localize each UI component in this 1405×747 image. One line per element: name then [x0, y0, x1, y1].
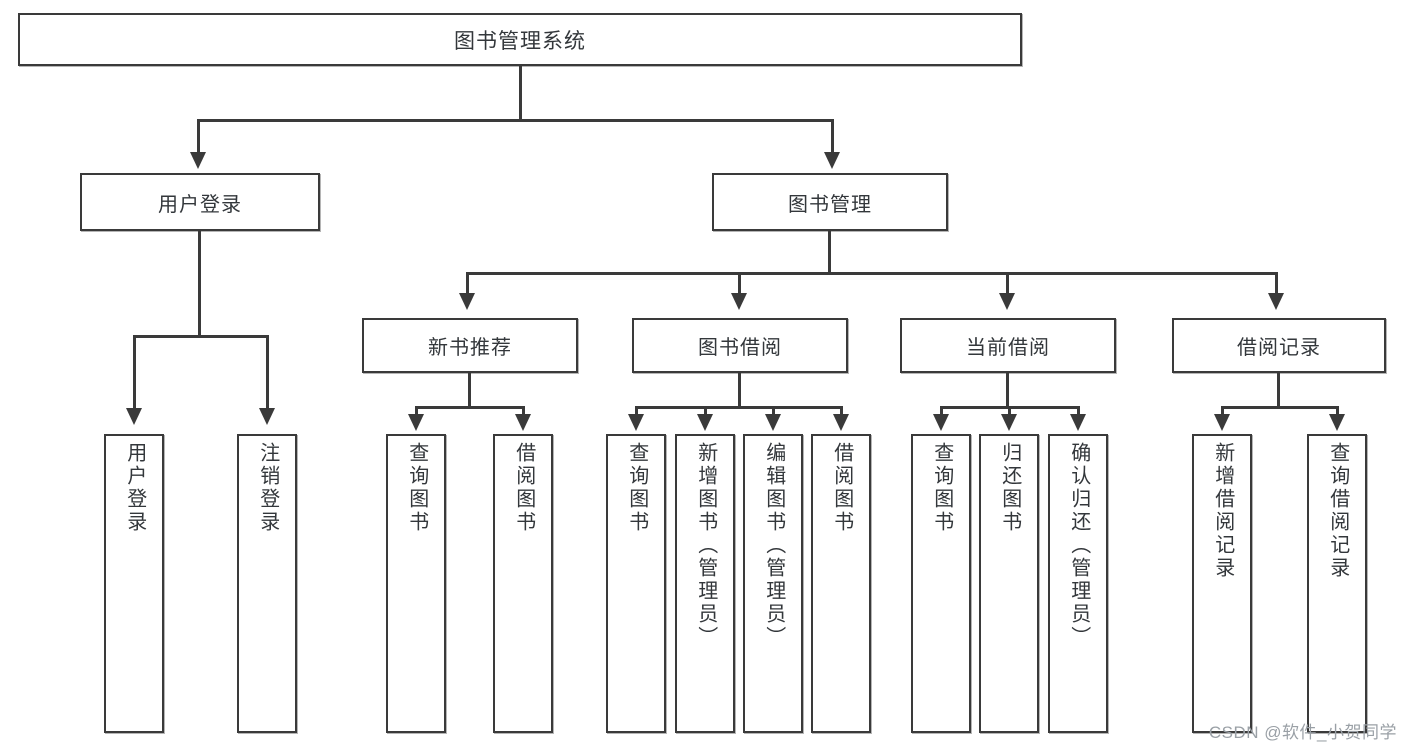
leaf-user-login-login[interactable]: 用户登录	[104, 434, 164, 733]
leaf-user-login-logout[interactable]: 注销登录	[237, 434, 297, 733]
leaf-borrow-record-add-record[interactable]: 新增借阅记录	[1192, 434, 1252, 733]
connector-root-to-book-management	[831, 119, 834, 155]
node-label: 图书借阅	[698, 337, 782, 359]
arrowhead-cb-to-leaf-2	[1001, 414, 1017, 431]
connector-user-login-to-leaf-2	[266, 335, 269, 411]
connector-user-login-to-leaf-1	[133, 335, 136, 411]
arrowhead-user-login-to-leaf-2	[259, 408, 275, 425]
connector-user-login-bus	[133, 335, 269, 338]
leaf-label: 确认归还（管理员）	[1067, 442, 1090, 649]
leaf-label: 新增借阅记录	[1211, 442, 1234, 580]
connector-cb-to-leaf-2	[1008, 406, 1011, 418]
arrowhead-bm-to-borrow-record	[1268, 293, 1284, 310]
leaf-current-borrow-query-book[interactable]: 查询图书	[911, 434, 971, 733]
leaf-new-book-query-book[interactable]: 查询图书	[386, 434, 446, 733]
node-label: 借阅记录	[1237, 337, 1321, 359]
leaf-label: 查询图书	[930, 442, 953, 534]
connector-br-to-leaf-2	[1336, 406, 1339, 418]
leaf-label: 借阅图书	[830, 442, 853, 534]
connector-cb-to-leaf-3	[1077, 406, 1080, 418]
arrowhead-cb-to-leaf-3	[1070, 414, 1086, 431]
leaf-label: 注销登录	[256, 442, 279, 534]
connector-newbook-to-leaf-2	[522, 406, 525, 418]
csdn-watermark: CSDN @软件_小贺同学	[1208, 723, 1397, 742]
leaf-new-book-borrow-book[interactable]: 借阅图书	[493, 434, 553, 733]
node-label: 新书推荐	[428, 337, 512, 359]
node-borrow-record[interactable]: 借阅记录	[1172, 318, 1386, 373]
arrowhead-br-to-leaf-1	[1214, 414, 1230, 431]
connector-root-to-user-login	[197, 119, 200, 155]
leaf-label: 查询图书	[405, 442, 428, 534]
arrowhead-bb-to-leaf-2	[697, 414, 713, 431]
connector-book-management-bus	[466, 272, 1278, 275]
leaf-label: 查询图书	[625, 442, 648, 534]
connector-bm-to-borrow-record	[1275, 272, 1278, 296]
leaf-label: 编辑图书（管理员）	[762, 442, 785, 649]
arrowhead-bb-to-leaf-4	[833, 414, 849, 431]
leaf-current-borrow-return-book[interactable]: 归还图书	[979, 434, 1039, 733]
arrowhead-bm-to-new-book	[459, 293, 475, 310]
connector-bb-to-leaf-2	[704, 406, 707, 418]
node-user-login[interactable]: 用户登录	[80, 173, 320, 231]
connector-borrow-record-bus	[1221, 406, 1339, 409]
connector-current-borrow-stem	[1006, 373, 1009, 409]
connector-bb-to-leaf-4	[840, 406, 843, 418]
node-current-borrow[interactable]: 当前借阅	[900, 318, 1116, 373]
leaf-label: 新增图书（管理员）	[694, 442, 717, 649]
leaf-label: 用户登录	[123, 442, 146, 534]
node-book-management[interactable]: 图书管理	[712, 173, 948, 231]
connector-bb-to-leaf-1	[635, 406, 638, 418]
arrowhead-bm-to-book-borrow	[731, 293, 747, 310]
connector-user-login-stem	[198, 231, 201, 337]
arrowhead-newbook-to-leaf-1	[408, 414, 424, 431]
node-label: 图书管理系统	[454, 29, 586, 53]
connector-bm-to-book-borrow	[738, 272, 741, 296]
arrowhead-root-to-book-management	[824, 152, 840, 169]
leaf-book-borrow-query-book[interactable]: 查询图书	[606, 434, 666, 733]
connector-root-stem	[519, 66, 522, 121]
arrowhead-root-to-user-login	[190, 152, 206, 169]
node-book-borrow[interactable]: 图书借阅	[632, 318, 848, 373]
connector-br-to-leaf-1	[1221, 406, 1224, 418]
leaf-book-borrow-borrow-book[interactable]: 借阅图书	[811, 434, 871, 733]
leaf-book-borrow-add-book-admin[interactable]: 新增图书（管理员）	[675, 434, 735, 733]
connector-cb-to-leaf-1	[940, 406, 943, 418]
arrowhead-newbook-to-leaf-2	[515, 414, 531, 431]
arrowhead-bb-to-leaf-3	[765, 414, 781, 431]
connector-newbook-to-leaf-1	[415, 406, 418, 418]
connector-book-borrow-stem	[738, 373, 741, 409]
leaf-current-borrow-confirm-return-admin[interactable]: 确认归还（管理员）	[1048, 434, 1108, 733]
node-root-book-management-system[interactable]: 图书管理系统	[18, 13, 1022, 66]
connector-root-bus	[197, 119, 834, 122]
connector-book-management-stem	[828, 231, 831, 274]
arrowhead-bb-to-leaf-1	[628, 414, 644, 431]
node-new-book-recommend[interactable]: 新书推荐	[362, 318, 578, 373]
node-label: 图书管理	[788, 193, 872, 216]
leaf-book-borrow-edit-book-admin[interactable]: 编辑图书（管理员）	[743, 434, 803, 733]
arrowhead-user-login-to-leaf-1	[126, 408, 142, 425]
arrowhead-br-to-leaf-2	[1329, 414, 1345, 431]
connector-borrow-record-stem	[1277, 373, 1280, 409]
arrowhead-cb-to-leaf-1	[933, 414, 949, 431]
connector-bm-to-current-borrow	[1006, 272, 1009, 296]
connector-bm-to-new-book	[466, 272, 469, 296]
leaf-label: 归还图书	[998, 442, 1021, 534]
arrowhead-bm-to-current-borrow	[999, 293, 1015, 310]
node-label: 当前借阅	[966, 337, 1050, 359]
node-label: 用户登录	[158, 193, 242, 216]
leaf-borrow-record-query-record[interactable]: 查询借阅记录	[1307, 434, 1367, 733]
connector-new-book-bus	[415, 406, 525, 409]
connector-book-borrow-bus	[635, 406, 843, 409]
leaf-label: 查询借阅记录	[1326, 442, 1349, 580]
connector-bb-to-leaf-3	[772, 406, 775, 418]
leaf-label: 借阅图书	[512, 442, 535, 534]
connector-new-book-stem	[468, 373, 471, 409]
